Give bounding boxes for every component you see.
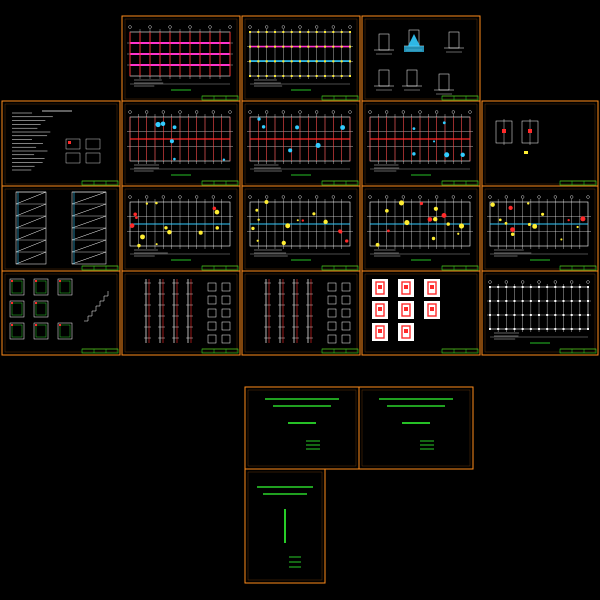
sheet-details[interactable] (361, 15, 481, 103)
sheet-sections-red[interactable] (361, 270, 481, 356)
sheet-notes[interactable] (1, 100, 121, 188)
sheet-plan-yellow[interactable] (241, 185, 361, 273)
sheet-cover[interactable] (244, 386, 360, 470)
sheet-columns[interactable] (241, 270, 361, 356)
sheet-small-details[interactable] (481, 100, 599, 188)
sheet-plan-yellow[interactable] (361, 185, 481, 273)
sheet-stairs[interactable] (1, 270, 121, 356)
sheet-cover[interactable] (358, 386, 474, 470)
sheet-plan-yellow[interactable] (121, 185, 241, 273)
sheets-layer (1, 15, 599, 584)
sheet-elevation[interactable] (1, 185, 121, 273)
sheet-plan-yellow[interactable] (481, 185, 599, 273)
sheet-plan-red[interactable] (361, 100, 481, 188)
sheet-plan-colored[interactable] (121, 15, 241, 103)
sheet-plan-red[interactable] (241, 100, 361, 188)
sheet-plan-colored-2[interactable] (241, 15, 361, 103)
sheet-cover-vertical[interactable] (244, 468, 326, 584)
sheet-plan-red[interactable] (121, 100, 241, 188)
sheet-columns[interactable] (121, 270, 241, 356)
sheet-plan-grid[interactable] (481, 270, 599, 356)
